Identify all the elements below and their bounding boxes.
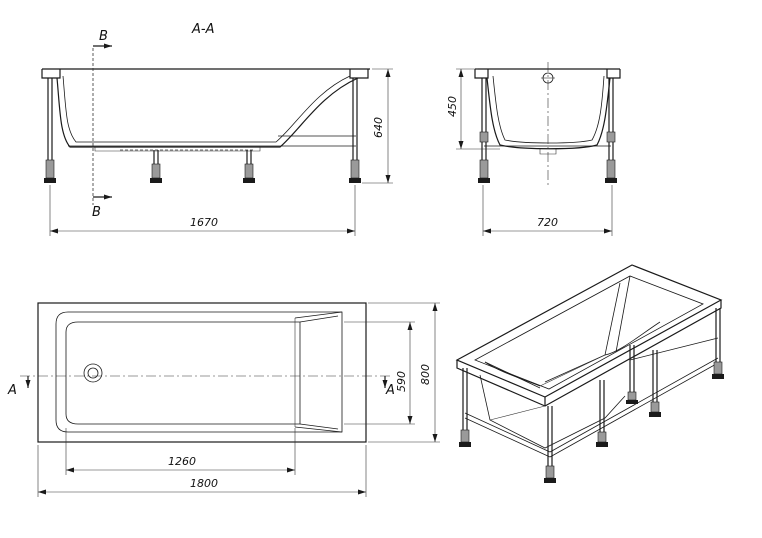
cut-label-b-bottom: B [92,205,101,220]
dim-end-width: 720 [537,216,558,229]
dim-plan-width: 800 [419,364,432,385]
cut-label-a-right: A [385,383,395,398]
section-title: A-A [191,22,214,37]
dim-side-height: 640 [372,117,385,138]
dim-plan-inner-width: 590 [395,371,408,392]
cut-label-b-top: B [99,29,108,44]
side-section-view: A-A B B [41,22,393,236]
isometric-view [455,264,724,483]
dim-side-length: 1670 [190,216,218,229]
cut-label-a-left: A [7,383,17,398]
end-view: 450 720 [446,62,621,236]
dim-plan-inner-length: 1260 [168,455,196,468]
plan-view: A A 1260 1800 590 800 [7,302,440,497]
dim-end-height: 450 [446,96,459,117]
dim-plan-length: 1800 [190,477,218,490]
